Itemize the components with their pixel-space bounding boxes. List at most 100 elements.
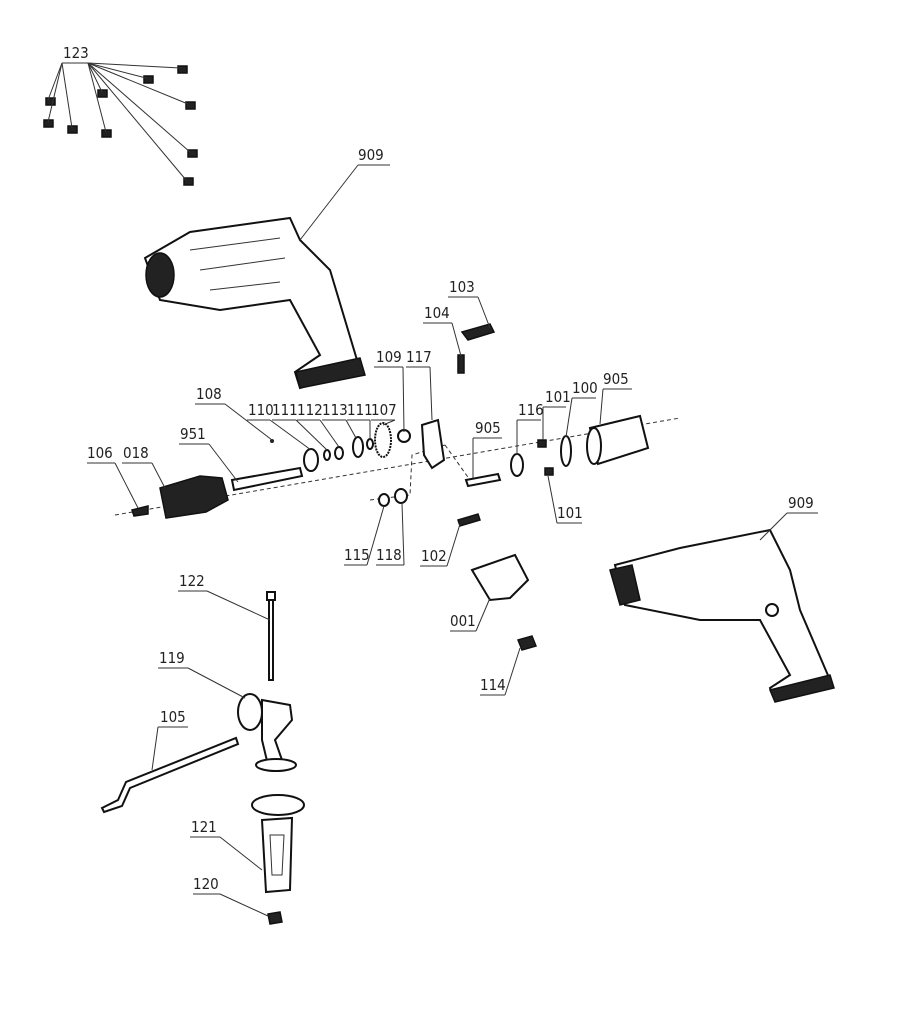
spindle-951 <box>230 466 304 492</box>
part-number-label: 118 <box>376 546 402 564</box>
callout-115: 115 <box>344 505 385 566</box>
part-number-label: 101 <box>557 504 583 522</box>
callout-111: 111 <box>347 401 373 439</box>
part-number-label: 120 <box>193 875 219 893</box>
part-number-label: 111 <box>272 401 298 419</box>
leader-line <box>504 647 521 696</box>
callout-909: 909 <box>299 146 390 241</box>
part-number-label: 905 <box>603 370 629 388</box>
callout-100: 100 <box>565 379 598 438</box>
callout-018: 018 <box>122 444 166 489</box>
plate-100 <box>560 435 572 467</box>
callout-121: 121 <box>190 818 263 871</box>
gear-118 <box>394 488 408 504</box>
leader-line <box>87 62 189 105</box>
leader-line <box>187 667 246 699</box>
callout-103: 103 <box>448 278 491 329</box>
leader-line <box>759 512 788 541</box>
leader-line <box>451 322 462 357</box>
part-number-label: 105 <box>160 708 186 726</box>
leader-line <box>224 403 273 441</box>
countershaft-axis <box>369 444 471 501</box>
leader-line <box>402 366 405 433</box>
housing-half-909-left <box>143 216 366 390</box>
pin-104 <box>457 354 465 374</box>
depth-rod-105 <box>100 736 240 814</box>
housing-half-909-right <box>609 528 835 703</box>
motor-905 <box>586 414 650 466</box>
callout-102: 102 <box>420 523 461 567</box>
callout-120: 120 <box>193 875 269 917</box>
part-number-label: 119 <box>159 649 185 667</box>
leader-line <box>87 62 103 93</box>
leader-line <box>366 505 385 566</box>
leader-line <box>114 462 139 509</box>
callout-110: 110 <box>247 401 312 451</box>
leader-line <box>475 597 491 632</box>
part-number-label: 114 <box>480 676 506 694</box>
part-number-label: 117 <box>406 348 432 366</box>
leader-line <box>319 419 340 448</box>
switch-lever-103 <box>460 323 496 341</box>
leader-line <box>429 366 433 421</box>
leader-line <box>446 523 461 567</box>
leader-line <box>547 475 558 524</box>
callout-123: 123 <box>47 44 191 181</box>
part-number-label: 104 <box>424 304 450 322</box>
callout-111: 111 <box>272 401 328 451</box>
part-number-label: 100 <box>572 379 598 397</box>
part-number-label: 909 <box>358 146 384 164</box>
shaft-905 <box>464 472 502 488</box>
chuck-018 <box>159 475 229 519</box>
part-number-label: 121 <box>191 818 217 836</box>
screws-101 <box>537 439 554 476</box>
clamp-119 <box>237 693 297 772</box>
leader-line <box>565 397 573 438</box>
leader-line <box>151 462 166 489</box>
bearing-110 <box>303 448 319 472</box>
part-number-label: 108 <box>196 385 222 403</box>
leader-line <box>477 296 491 329</box>
part-number-label: 113 <box>322 401 348 419</box>
part-number-label: 106 <box>87 444 113 462</box>
gear-107 <box>374 422 392 458</box>
leader-line <box>299 164 359 241</box>
part-number-label: 107 <box>371 401 397 419</box>
callout-001: 001 <box>450 597 491 632</box>
callout-951: 951 <box>179 425 239 483</box>
leader-line <box>599 388 604 425</box>
part-number-label: 101 <box>545 388 571 406</box>
leader-line <box>219 836 263 871</box>
parts-111-113 <box>323 436 374 461</box>
callout-119: 119 <box>158 649 246 699</box>
part-number-label: 123 <box>63 44 89 62</box>
callout-909: 909 <box>759 494 818 541</box>
part-number-label: 905 <box>475 419 501 437</box>
part-number-label: 102 <box>421 547 447 565</box>
knob-114 <box>516 635 538 651</box>
part-number-label: 018 <box>123 444 149 462</box>
part-number-label: 110 <box>248 401 274 419</box>
leader-line <box>151 726 159 771</box>
leader-line <box>206 590 271 621</box>
screw-106 <box>131 505 149 517</box>
leader-line <box>269 419 312 451</box>
callout-101: 101 <box>547 475 583 524</box>
callout-905: 905 <box>472 419 502 478</box>
bearing-116 <box>510 453 524 477</box>
leader-line <box>47 62 63 123</box>
leader-line <box>401 502 405 566</box>
part-number-label: 909 <box>788 494 814 512</box>
callout-108: 108 <box>195 385 273 441</box>
callout-101: 101 <box>542 388 571 440</box>
part-number-label: 103 <box>449 278 475 296</box>
part-number-label: 111 <box>347 401 373 419</box>
screws-123 <box>43 65 198 186</box>
callout-105: 105 <box>151 708 188 771</box>
pin-102 <box>457 513 481 527</box>
leader-line <box>87 62 107 133</box>
callout-122: 122 <box>178 572 271 621</box>
